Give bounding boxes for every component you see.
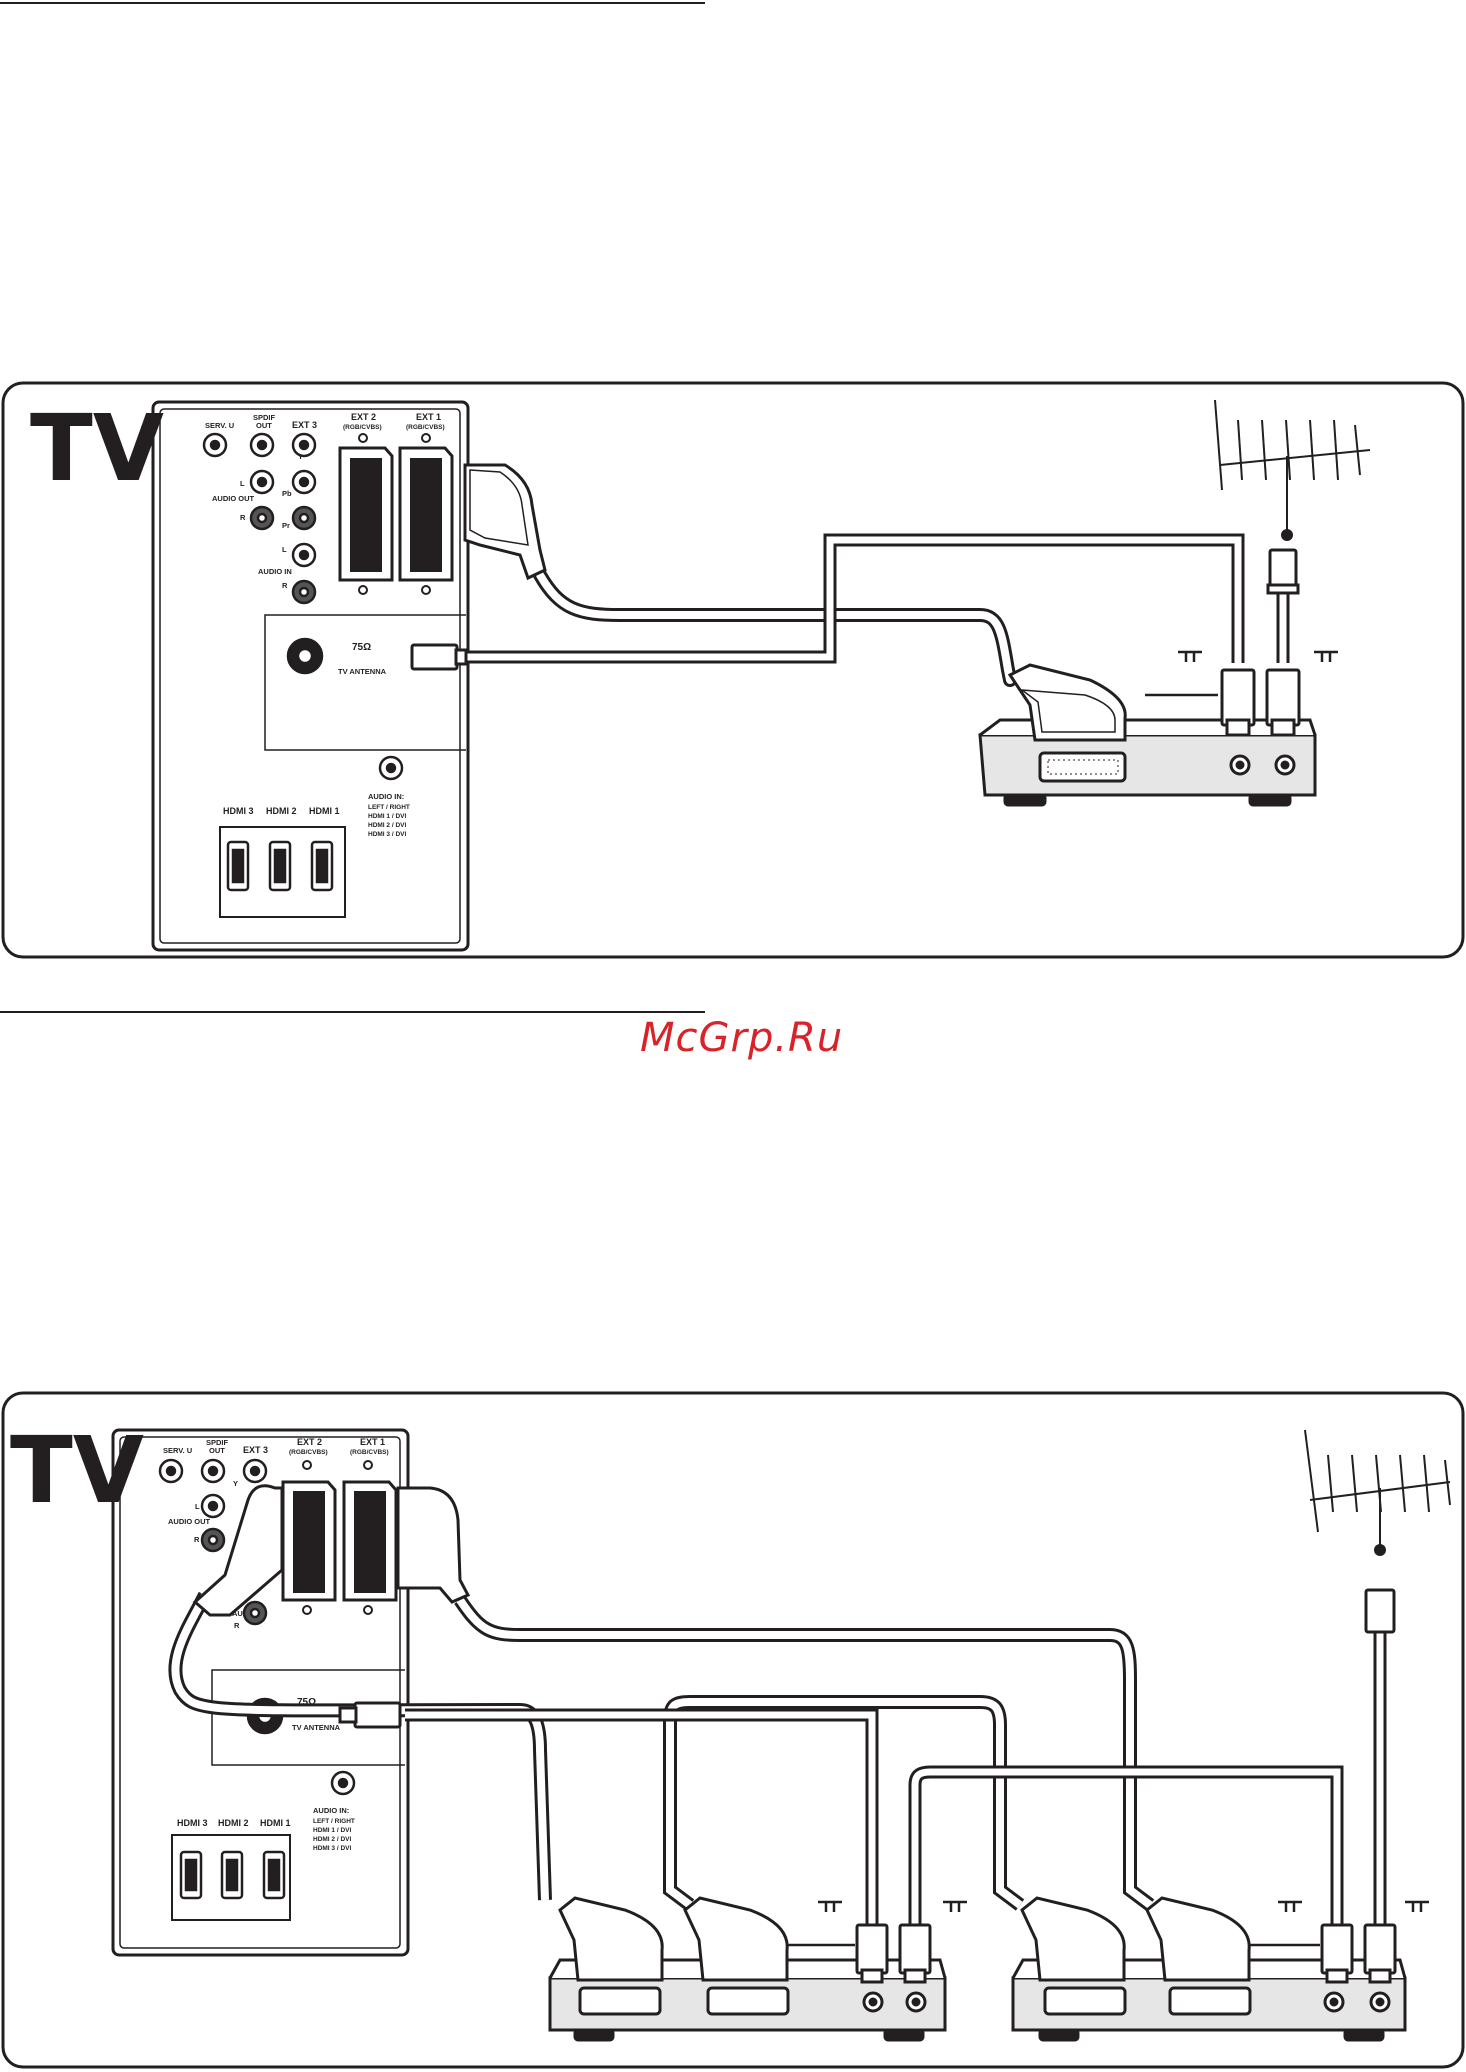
panel-sockets [202, 432, 404, 781]
label-hdmi3: HDMI 3 [177, 1818, 208, 1828]
scart-plug-tv-ext1 [396, 1486, 471, 1604]
scart-pins-recorder [1047, 759, 1119, 775]
diagram-frame [1, 1391, 1465, 2069]
label-r2: R [234, 1621, 240, 1630]
label-pr: Pr [282, 521, 290, 530]
diagram-1: TV SERV. U SPDIF OUT EXT 3 EXT 2 (RGB/CV… [1, 381, 1465, 959]
label-audio-in: AUDIO IN [258, 567, 292, 576]
label-serv-u: SERV. U [205, 421, 234, 430]
label-l: L [240, 479, 245, 488]
label-l2: L [282, 545, 287, 554]
tv-rear-panel [151, 400, 470, 952]
label-75ohm: 75Ω [297, 1697, 316, 1708]
tv-label: TV [30, 395, 164, 502]
scart-socket-ext1 [342, 1460, 398, 1615]
antenna-plugs-devices [855, 1588, 1397, 1984]
scart-cable-device-link [663, 1695, 1025, 1911]
diagram-frame [1, 381, 1465, 959]
label-hdmi2-dvi: HDMI 2 / DVI [313, 1836, 351, 1843]
label-spdif-out: OUT [256, 421, 272, 430]
label-ext2-sub: (RGB/CVBS) [343, 424, 382, 431]
hdmi-sockets [226, 840, 334, 892]
top-rule [0, 2, 705, 4]
label-hdmi2: HDMI 2 [266, 806, 297, 816]
label-left-right: LEFT / RIGHT [313, 1818, 355, 1825]
label-tv-antenna: TV ANTENNA [292, 1723, 341, 1732]
antenna-symbols [1145, 650, 1338, 697]
antenna-cable-to-tv [405, 1708, 879, 1925]
label-ext2: EXT 2 [297, 1437, 322, 1447]
label-ext1: EXT 1 [416, 412, 441, 422]
scart-cable-1 [533, 568, 1017, 687]
label-hdmi1-dvi: HDMI 1 / DVI [313, 1827, 351, 1834]
antenna-icon [1214, 399, 1371, 541]
antenna-plug-tv [410, 643, 468, 671]
label-spdif: SPDIF [206, 1438, 229, 1447]
label-r2: R [282, 581, 288, 590]
antenna-cable-to-tv [460, 533, 1245, 664]
label-ext2-sub: (RGB/CVBS) [289, 1449, 328, 1456]
scart-plugs-devices [558, 1896, 1251, 1982]
middle-rule [0, 1011, 705, 1013]
label-tv-antenna: TV ANTENNA [338, 667, 387, 676]
watermark-text: McGrp.Ru [640, 1015, 844, 1061]
label-ext1-sub: (RGB/CVBS) [350, 1449, 389, 1456]
label-hdmi2: HDMI 2 [218, 1818, 249, 1828]
label-spdif-out: OUT [209, 1446, 225, 1455]
label-left-right: LEFT / RIGHT [368, 804, 410, 811]
scart-socket-ext2 [338, 433, 394, 595]
hdmi-sockets [179, 1850, 286, 1900]
scart-cable-ext1 [454, 1596, 1155, 1911]
antenna-icon [1304, 1429, 1451, 1556]
label-ext1-sub: (RGB/CVBS) [406, 424, 445, 431]
label-hdmi2-dvi: HDMI 2 / DVI [368, 822, 406, 829]
label-audio-in-2: AUDIO IN: [313, 1806, 349, 1815]
scart-plug-recorder [1007, 663, 1127, 742]
label-ext2: EXT 2 [351, 412, 376, 422]
label-hdmi1: HDMI 1 [309, 806, 340, 816]
label-ext1: EXT 1 [360, 1437, 385, 1447]
panel-text: SERV. U SPDIF OUT EXT 3 EXT 2 (RGB/CVBS)… [205, 412, 445, 838]
label-hdmi1: HDMI 1 [260, 1818, 291, 1828]
label-ext3: EXT 3 [292, 420, 317, 430]
label-75ohm: 75Ω [352, 642, 371, 653]
label-audio-out: AUDIO OUT [168, 1517, 211, 1526]
label-audio-in-2: AUDIO IN: [368, 792, 404, 801]
label-hdmi3-dvi: HDMI 3 / DVI [313, 1845, 351, 1852]
label-y: Y [233, 1479, 238, 1488]
label-r: R [240, 513, 246, 522]
label-hdmi1-dvi: HDMI 1 / DVI [368, 813, 406, 820]
tv-rear-panel [111, 1428, 410, 1957]
label-pb: Pb [282, 489, 292, 498]
diagram-2: TV SERV. U SPDIF OUT EXT 3 EXT 2 (RGB/CV… [1, 1391, 1465, 2069]
antenna-cable-between-devices [908, 1765, 1344, 1925]
label-hdmi3: HDMI 3 [223, 806, 254, 816]
label-hdmi3-dvi: HDMI 3 / DVI [368, 831, 406, 838]
tv-label: TV [10, 1417, 144, 1524]
scart-plug-tv [463, 463, 547, 581]
antenna-plugs-recorder [1220, 548, 1301, 737]
antenna-plug-tv [338, 1701, 402, 1729]
label-ext3: EXT 3 [243, 1445, 268, 1455]
antenna-symbols [787, 1900, 1429, 1947]
scart-plug-tv-ext2 [192, 1484, 284, 1617]
scart-socket-ext1 [398, 433, 454, 595]
label-r: R [194, 1535, 200, 1544]
label-audio-out: AUDIO OUT [212, 494, 255, 503]
label-l: L [195, 1502, 200, 1511]
scart-socket-ext2 [281, 1460, 337, 1615]
label-serv-u: SERV. U [163, 1446, 192, 1455]
recorder-device [978, 718, 1317, 807]
label-spdif: SPDIF [253, 413, 276, 422]
